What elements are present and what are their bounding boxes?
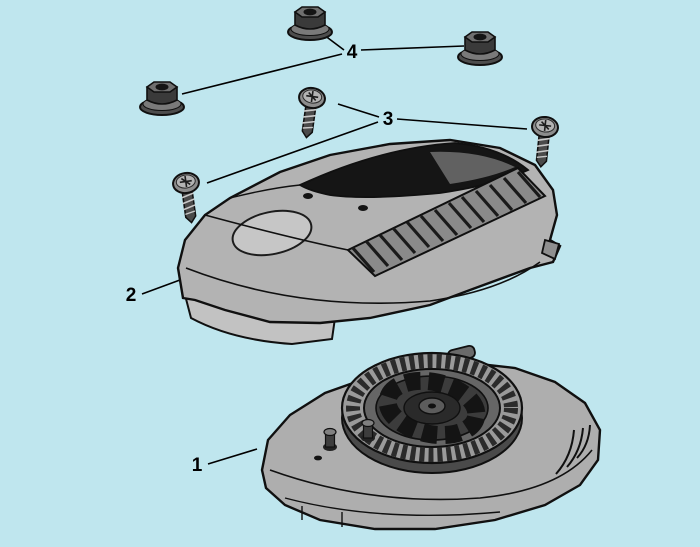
- upper-cover: [176, 138, 562, 346]
- gear-fan-assembly: [340, 351, 524, 474]
- vent-panel-highlight: [430, 151, 515, 184]
- flange-nut-top-icon: [287, 6, 333, 41]
- cover-screw-hole: [303, 193, 313, 199]
- fan-blades: [378, 371, 486, 445]
- part-label-3: 3: [383, 109, 394, 130]
- flange-nut-left-icon: [139, 81, 185, 116]
- lower-housing: [260, 344, 602, 531]
- bolt-boss: [361, 418, 375, 442]
- louver-slats: [350, 170, 542, 274]
- part-label-2: 2: [126, 285, 137, 306]
- housing-ribs: [555, 424, 591, 475]
- screw-right-icon: [531, 115, 559, 168]
- part-label-4: 4: [347, 42, 358, 63]
- bolt-boss: [323, 427, 337, 451]
- screw-left-icon: [172, 171, 200, 224]
- housing-hole: [314, 455, 322, 461]
- leader-line-1: [207, 448, 258, 465]
- part-label-1: 1: [192, 455, 203, 476]
- gear-teeth-ring: [346, 354, 518, 462]
- leader-lines-3: [206, 103, 528, 184]
- cover-side-tab: [540, 238, 561, 261]
- flange-nut-right-icon: [457, 31, 503, 66]
- cover-screw-hole: [358, 205, 368, 211]
- screw-center-icon: [298, 86, 326, 139]
